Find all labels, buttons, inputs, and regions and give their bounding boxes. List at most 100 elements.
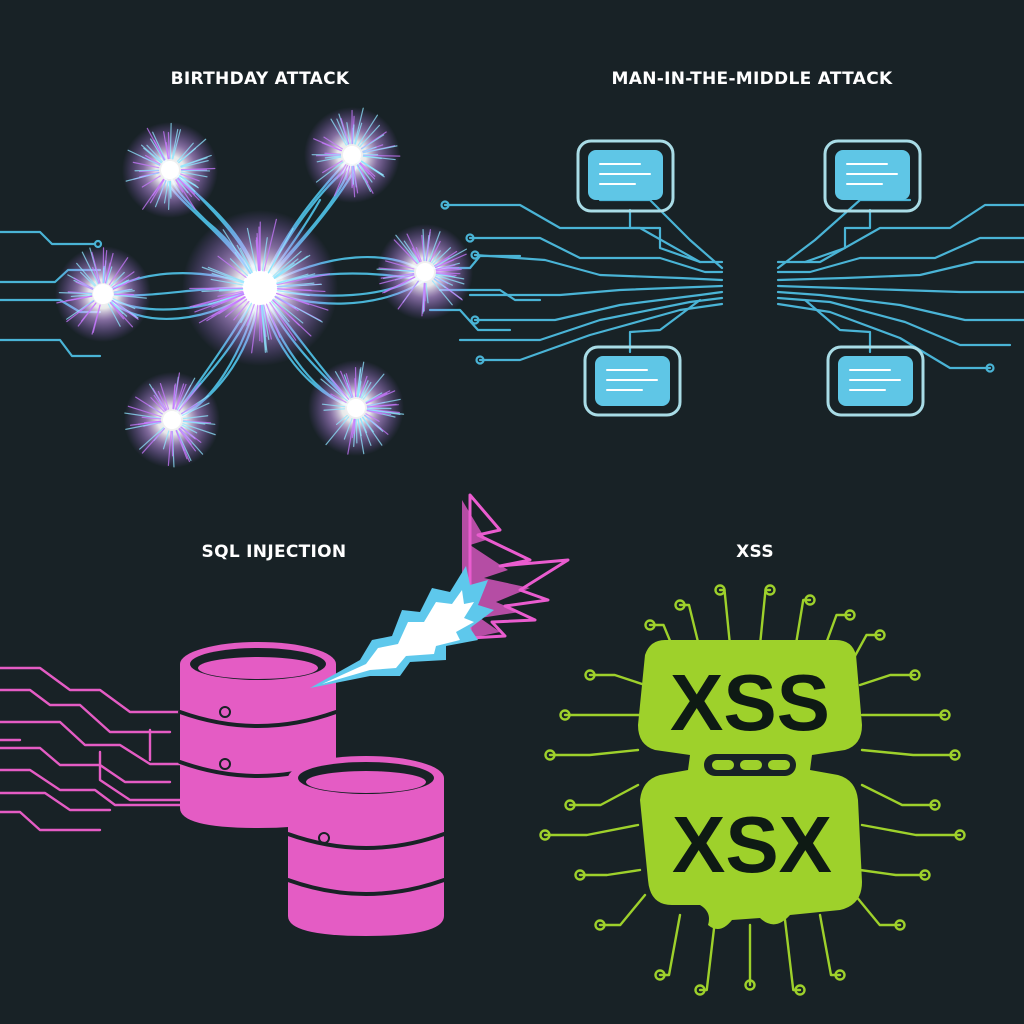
spark-ray: [340, 370, 353, 398]
spark-ray: [333, 164, 349, 197]
whisker-node: [674, 599, 686, 611]
spark-ray: [70, 294, 93, 298]
spark-ray: [176, 429, 192, 462]
spark-ray: [260, 304, 266, 353]
spark-ray: [129, 420, 162, 426]
spark-ray: [421, 234, 425, 262]
spark-ray: [433, 278, 446, 289]
spark-ray: [180, 171, 208, 178]
spark-ray: [141, 175, 161, 188]
circuit-whisker: [858, 868, 927, 877]
spark-ray: [150, 397, 165, 413]
spark-ray: [159, 383, 170, 410]
xss-circuit-whiskers: [539, 584, 966, 996]
mitm-diagram: [440, 139, 1024, 417]
spark-ray: [222, 229, 252, 274]
spark-ray: [153, 394, 166, 412]
spark-ray: [180, 173, 200, 182]
spark-ray: [132, 161, 160, 169]
spark-ray: [75, 281, 94, 290]
spark-ray: [107, 303, 121, 327]
spark-ray: [173, 372, 181, 410]
spark-ray: [362, 145, 398, 154]
xss-badge-bottom: XSX: [672, 800, 832, 889]
whisker-node: [909, 669, 921, 681]
spark-ray: [345, 373, 354, 398]
spark-ray: [135, 396, 163, 415]
spark-ray: [353, 165, 359, 194]
spark-node-top-right-icon: [304, 107, 400, 203]
spark-ray: [211, 272, 244, 284]
mitm-right-circuit: [776, 198, 1024, 373]
whisker-node: [654, 969, 666, 981]
message-bubble-bottom-right-icon: [826, 345, 925, 417]
spark-ray: [261, 304, 268, 353]
spark-ray: [263, 304, 272, 340]
xss-diagram: XSS XSX: [539, 584, 966, 996]
xss-badge-top: XSS: [670, 658, 830, 747]
spark-ray: [435, 266, 460, 272]
spark-ray: [180, 160, 209, 168]
spark-ray: [276, 290, 310, 297]
spark-ray: [73, 277, 94, 290]
spark-ray: [109, 302, 125, 320]
spark-ray: [330, 118, 347, 146]
spark-ray: [113, 294, 147, 299]
spark-ray: [323, 136, 343, 150]
spark-ray: [267, 248, 283, 274]
spark-ray: [435, 272, 457, 277]
spark-ray: [346, 165, 351, 181]
spark-ray: [174, 383, 185, 410]
whisker-node: [834, 969, 846, 981]
spark-ray: [177, 177, 196, 195]
spark-ray: [357, 418, 365, 455]
spark-ray: [127, 405, 162, 418]
spark-ray: [403, 240, 420, 264]
spark-ray: [356, 164, 365, 180]
spark-ray: [272, 299, 312, 337]
circuit-whisker: [658, 913, 682, 977]
spark-ray: [330, 393, 347, 404]
circuit-whisker: [860, 823, 962, 837]
spark-ray: [274, 254, 311, 280]
spark-ray: [153, 139, 166, 161]
circuit-whisker: [860, 748, 957, 757]
spark-ray: [194, 293, 245, 313]
spark-ray: [182, 423, 216, 436]
spark-ray: [149, 179, 165, 204]
spark-ray: [113, 288, 133, 293]
spark-ray: [210, 278, 244, 286]
whisker-node: [539, 829, 551, 841]
spark-ray: [362, 416, 374, 433]
spark-ray: [262, 304, 270, 341]
spark-ray: [239, 247, 253, 273]
spark-ray: [335, 414, 348, 426]
spark-ray: [81, 251, 99, 285]
spark-ray: [343, 418, 353, 440]
whisker-node: [844, 609, 856, 621]
spark-ray: [336, 118, 349, 145]
spark-ray: [167, 132, 171, 160]
whisker-node: [564, 799, 576, 811]
whisker-node: [949, 749, 961, 761]
whisker-node: [714, 584, 726, 596]
spark-ray: [208, 292, 244, 306]
spark-ray: [178, 382, 201, 412]
spark-ray: [361, 381, 372, 399]
spark-ray: [178, 176, 196, 192]
spark-ray: [134, 169, 160, 172]
spark-ray: [112, 282, 128, 290]
spark-ray: [365, 392, 388, 404]
spark-ray: [171, 128, 179, 160]
spark-ray: [265, 303, 281, 338]
spark-ray: [366, 408, 405, 415]
spark-ray: [142, 178, 165, 210]
spark-ray: [434, 248, 468, 268]
whisker-node: [954, 829, 966, 841]
spark-ray: [351, 418, 356, 438]
circuit-whisker: [698, 918, 717, 992]
spark-ray: [346, 122, 351, 145]
birthday-attack-diagram: [0, 107, 542, 468]
spark-ray: [421, 282, 425, 317]
spark-ray: [175, 383, 187, 410]
